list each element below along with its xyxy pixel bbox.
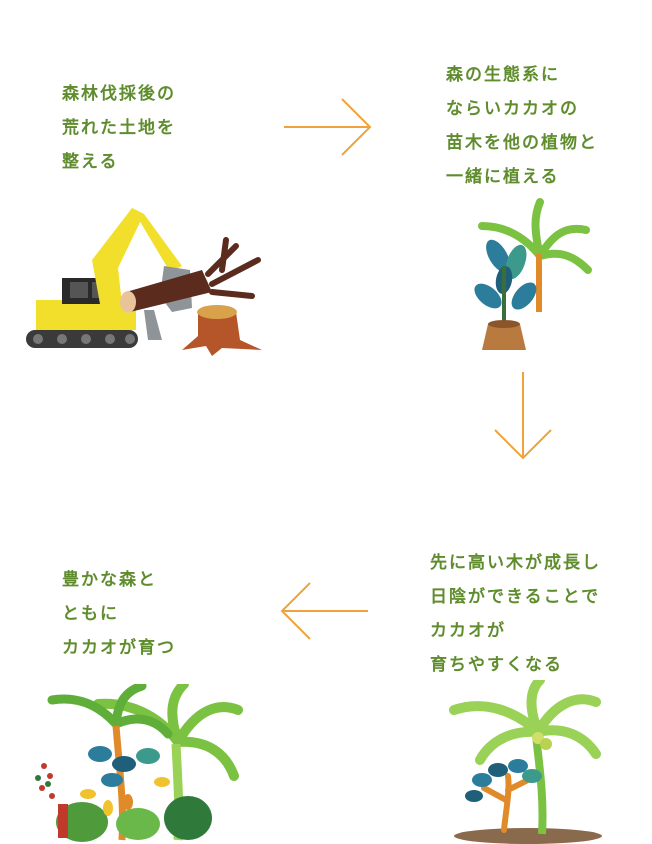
step-1-line-2: 荒れた土地を xyxy=(62,118,176,138)
step-2-line-1: 森の生態系に xyxy=(446,65,560,85)
step-4-line-1: 豊かな森と xyxy=(62,570,157,590)
step-3-line-1: 先に高い木が成長し xyxy=(430,553,601,573)
step-4-text: 豊かな森と ともに カカオが育つ xyxy=(62,563,176,665)
step-2-line-3: 苗木を他の植物と xyxy=(446,133,598,153)
step-1-text: 森林伐採後の 荒れた土地を 整える xyxy=(62,77,176,179)
step-2-text: 森の生態系に ならいカカオの 苗木を他の植物と 一緒に植える xyxy=(446,58,598,194)
step-3-text: 先に高い木が成長し 日陰ができることで カカオが 育ちやすくなる xyxy=(430,546,601,682)
step-1-line-3: 整える xyxy=(62,152,119,172)
arrow-right-icon xyxy=(284,98,372,156)
forest-icon xyxy=(35,684,243,842)
excavator-icon xyxy=(26,208,262,356)
step-2-line-2: ならいカカオの xyxy=(446,99,579,119)
step-1-line-1: 森林伐採後の xyxy=(62,84,176,104)
step-3-line-2: 日陰ができることで xyxy=(430,587,601,607)
seedling-icon xyxy=(474,198,592,350)
palm-and-cacao-icon xyxy=(449,680,602,844)
arrow-left-icon xyxy=(280,582,368,640)
arrow-down-icon xyxy=(494,372,552,460)
step-4-line-2: ともに xyxy=(62,604,119,624)
step-3-line-3: カカオが xyxy=(430,621,506,641)
step-4-line-3: カカオが育つ xyxy=(62,638,176,658)
step-3-line-4: 育ちやすくなる xyxy=(430,655,563,675)
step-2-line-4: 一緒に植える xyxy=(446,167,560,187)
